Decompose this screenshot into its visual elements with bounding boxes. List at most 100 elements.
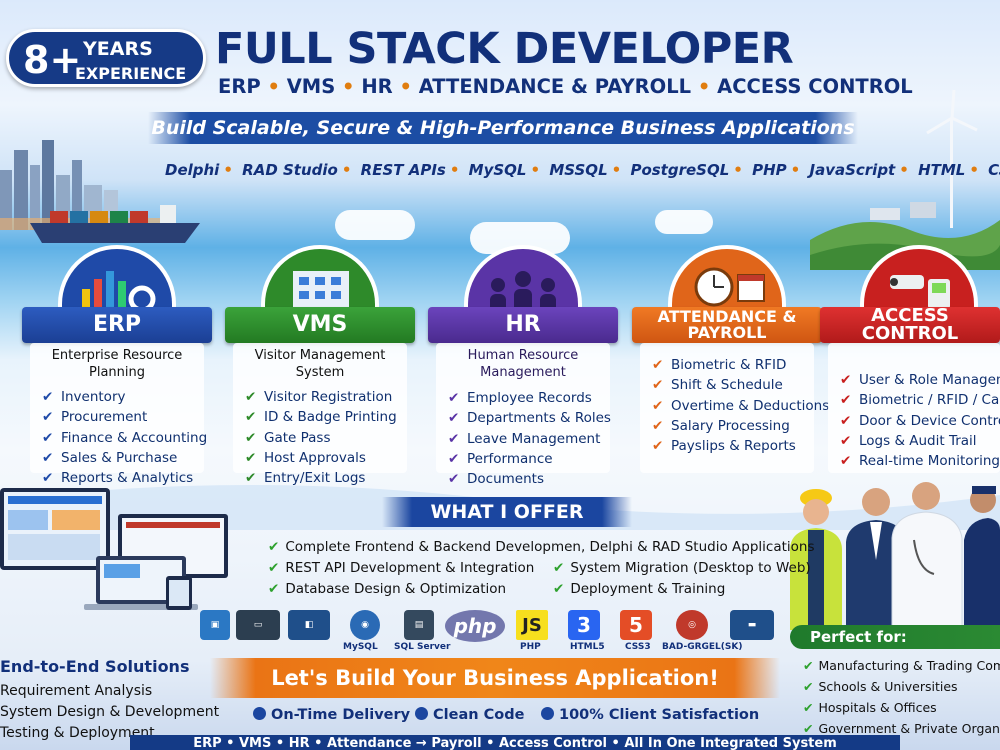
promise-item: 100% Client Satisfaction: [541, 707, 759, 723]
hr-feature-list: ✔Employee Records ✔Departments & Roles ✔…: [448, 388, 611, 489]
brand-logo: ▬: [730, 610, 774, 640]
card-panel: [30, 343, 204, 473]
promise-item: Clean Code: [415, 707, 524, 723]
list-item: ✔Documents: [448, 471, 544, 488]
card-panel: [640, 343, 814, 473]
vms-card: VMS Visitor Management System ✔Visitor R…: [225, 245, 415, 486]
list-item: ✔Leave Management: [448, 430, 601, 447]
experience-badge: 8+ YEARS EXPERIENCE: [6, 29, 206, 87]
list-item: ✔User & Role Management: [840, 372, 1000, 389]
list-item: ✔Host Approvals: [245, 450, 366, 467]
list-item: Requirement Analysis: [0, 683, 153, 699]
vms-feature-list: ✔Visitor Registration ✔ID & Badge Printi…: [245, 387, 397, 488]
hr-title: HR: [428, 307, 618, 343]
list-item: ✔ID & Badge Printing: [245, 409, 397, 426]
attendance-card: ATTENDANCE & PAYROLL ✔Biometric & RFID ✔…: [632, 245, 829, 475]
cta-banner[interactable]: Let's Build Your Business Application!: [210, 658, 780, 698]
access-feature-list: ✔User & Role Management ✔Biometric / RFI…: [840, 370, 1000, 471]
list-item: ✔Gate Pass: [245, 429, 331, 446]
tech-item: PHP: [752, 161, 787, 179]
sqlserver-label: SQL Server: [394, 642, 451, 652]
check-circle-icon: [415, 707, 428, 720]
offer-item: ✔REST API Development & Integration: [268, 560, 535, 576]
code-icon: ◧: [288, 610, 330, 640]
html5-logo: 3: [568, 610, 600, 640]
check-circle-icon: [253, 707, 266, 720]
swirl-logo: ◎: [676, 610, 708, 640]
list-item: ✔Shift & Schedule: [652, 377, 783, 394]
offer-item: ✔Database Design & Optimization: [268, 581, 507, 597]
list-item: ✔Departments & Roles: [448, 410, 611, 427]
attendance-title: ATTENDANCE & PAYROLL: [632, 307, 822, 343]
access-control-title: ACCESS CONTROL: [820, 307, 1000, 343]
list-item: ✔Inventory: [42, 389, 126, 406]
css3-logo: 5: [620, 610, 652, 640]
building-icon: [261, 245, 379, 315]
database-icon: ▣: [200, 610, 230, 640]
css3-label: CSS3: [625, 642, 651, 652]
list-item: ✔Reports & Analytics: [42, 470, 194, 487]
experience-years: 8+: [23, 38, 82, 82]
page-title: FULL STACK DEVELOPER: [215, 24, 794, 74]
erp-description: Enterprise Resource Planning: [51, 348, 183, 380]
list-item: ✔Employee Records: [448, 390, 592, 407]
footer-banner: ERP • VMS • HR • Attendance → Payroll • …: [130, 735, 900, 750]
bar-chart-gear-icon: [58, 245, 176, 315]
list-item: ✔Manufacturing & Trading Companies: [803, 658, 1000, 673]
list-item: ✔Biometric / RFID / Card: [840, 392, 1000, 409]
list-item: ✔Performance: [448, 451, 553, 468]
offer-item: ✔Deployment & Training: [553, 581, 726, 597]
other-label: BAD-GRGEL(SK): [662, 642, 743, 652]
promise-item: On-Time Delivery: [253, 707, 410, 723]
subtitle-vms: VMS: [286, 75, 336, 98]
tech-stack-list: Delphi• RAD Studio• REST APIs• MySQL• MS…: [165, 161, 1000, 179]
list-item: ✔Hospitals & Offices: [803, 700, 937, 715]
experience-label-years: YEARS: [83, 38, 153, 60]
list-item: ✔Real-time Monitoring: [840, 453, 1000, 470]
list-item: ✔Schools & Universities: [803, 679, 958, 694]
list-item: ✔Sales & Purchase: [42, 450, 178, 467]
php-logo: php: [445, 610, 505, 642]
what-i-offer-banner: WHAT I OFFER: [382, 497, 632, 527]
experience-label-experience: EXPERIENCE: [75, 64, 187, 83]
tech-item: Delphi: [165, 161, 220, 179]
subtitle-hr: HR: [361, 75, 393, 98]
tagline-banner: Build Scalable, Secure & High-Performanc…: [148, 112, 858, 144]
vms-title: VMS: [225, 307, 415, 343]
list-item: ✔Government & Private Organizations: [803, 721, 1000, 736]
list-item: ✔Entry/Exit Logs: [245, 470, 366, 487]
list-item: System Design & Development: [0, 704, 220, 720]
tech-item: PostgreSQL: [630, 161, 730, 179]
server-icon: ▭: [236, 610, 280, 640]
access-control-card: ACCESS CONTROL ✔User & Role Management ✔…: [820, 245, 1000, 475]
list-item: ✔Biometric & RFID: [652, 357, 787, 374]
card-panel: [828, 343, 1000, 473]
cloud-decoration: [655, 210, 713, 234]
attendance-feature-list: ✔Biometric & RFID ✔Shift & Schedule ✔Ove…: [652, 355, 829, 456]
erp-title: ERP: [22, 307, 212, 343]
perfect-for-banner: Perfect for:: [790, 625, 1000, 649]
tech-item: MSSQL: [549, 161, 608, 179]
cloud-decoration: [335, 210, 415, 240]
hr-description: Human Resource Management: [467, 348, 579, 380]
tech-item: MySQL: [468, 161, 527, 179]
mysql-logo: ◉: [350, 610, 380, 640]
clock-calendar-icon: [668, 245, 786, 315]
html5-label: HTML5: [570, 642, 605, 652]
vms-description: Visitor Management System: [254, 348, 386, 380]
list-item: ✔Door & Device Control: [840, 412, 1000, 429]
tech-item: REST APIs: [360, 161, 446, 179]
sqlserver-logo: ▤: [404, 610, 434, 640]
devices-illustration: [0, 488, 228, 610]
erp-card: ERP Enterprise Resource Planning ✔Invent…: [22, 245, 212, 486]
check-circle-icon: [541, 707, 554, 720]
list-item: ✔Procurement: [42, 409, 148, 426]
subtitle: ERP • VMS • HR • ATTENDANCE & PAYROLL • …: [218, 75, 913, 98]
list-item: ✔Finance & Accounting: [42, 429, 208, 446]
list-item: ✔Payslips & Reports: [652, 438, 796, 455]
tech-item: HTML: [918, 161, 966, 179]
list-item: Testing & Deployment: [0, 725, 155, 741]
wind-turbine-illustration: [926, 89, 978, 228]
offer-item: ✔System Migration (Desktop to Web): [553, 560, 811, 576]
list-item: ✔Logs & Audit Trail: [840, 433, 977, 450]
